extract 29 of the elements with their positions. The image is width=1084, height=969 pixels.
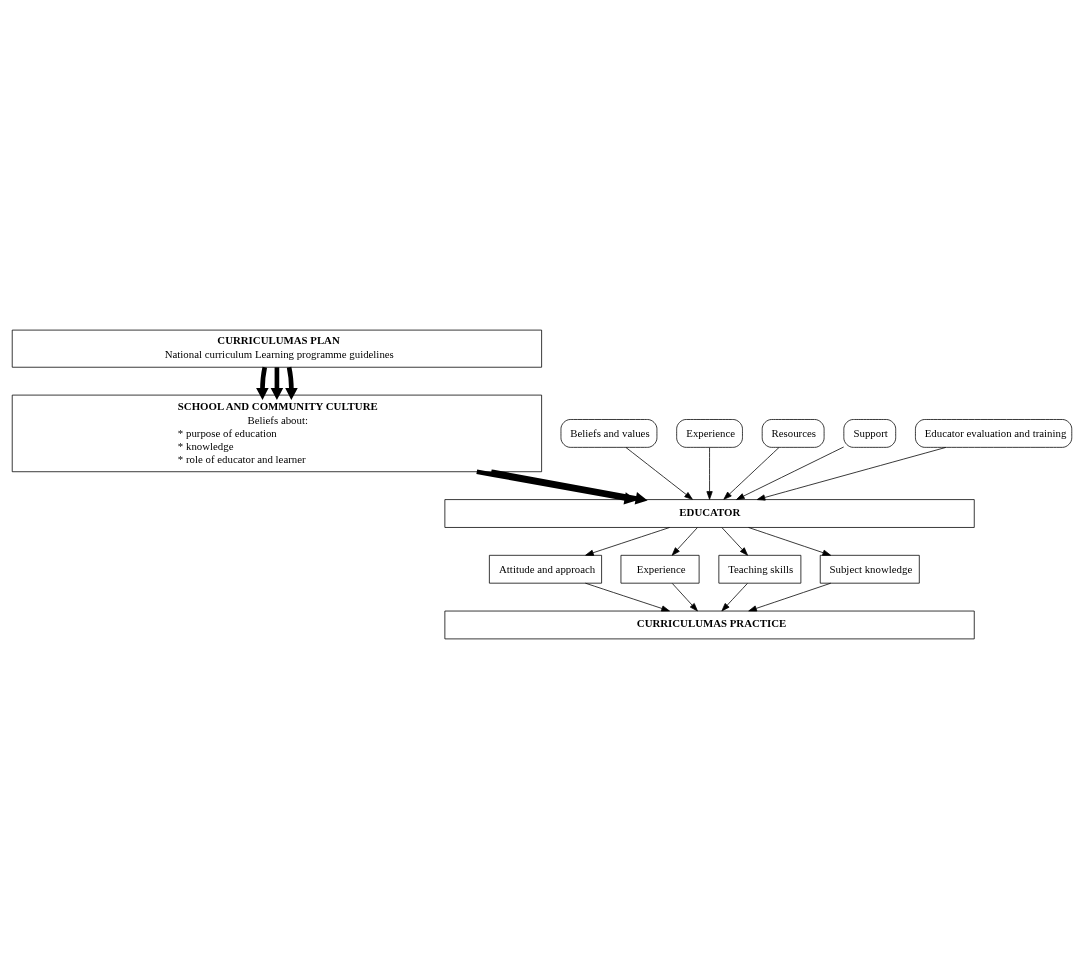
node-box: Subject knowledge <box>819 554 920 584</box>
arrow <box>721 527 748 556</box>
node-box: SCHOOL AND COMMUNITY CULTURE Beliefs about: * purpose of education * knowledge * role of educator and learner <box>11 394 542 473</box>
node-box: Experience <box>676 419 743 448</box>
node-box: Teaching skills <box>718 554 802 584</box>
arrow <box>585 527 670 556</box>
arrow <box>706 447 713 500</box>
arrow <box>756 447 947 501</box>
node-box: Beliefs and values <box>560 419 658 448</box>
node-box: Support <box>843 419 897 448</box>
node-box: CURRICULUMAS PLAN National curriculum Learning programme guidelines <box>11 329 542 368</box>
arrow <box>723 447 780 500</box>
node-box: Resources <box>761 419 825 448</box>
arrow <box>270 367 284 400</box>
arrow <box>736 446 845 500</box>
arrow <box>748 582 832 612</box>
arrow <box>748 527 831 556</box>
node-box: EDUCATOR <box>444 499 975 528</box>
arrow <box>285 366 298 400</box>
node-box: CURRICULUMAS PRACTICE <box>444 610 975 640</box>
arrow <box>671 527 698 556</box>
arrow <box>256 366 269 400</box>
arrow <box>721 583 748 612</box>
arrow <box>625 447 693 500</box>
node-box: Attitude and approach <box>489 554 602 584</box>
node-box: Educator evaluation and training <box>915 419 1073 448</box>
arrow <box>671 583 698 612</box>
arrow <box>585 582 670 612</box>
node-box: Experience <box>620 554 700 584</box>
